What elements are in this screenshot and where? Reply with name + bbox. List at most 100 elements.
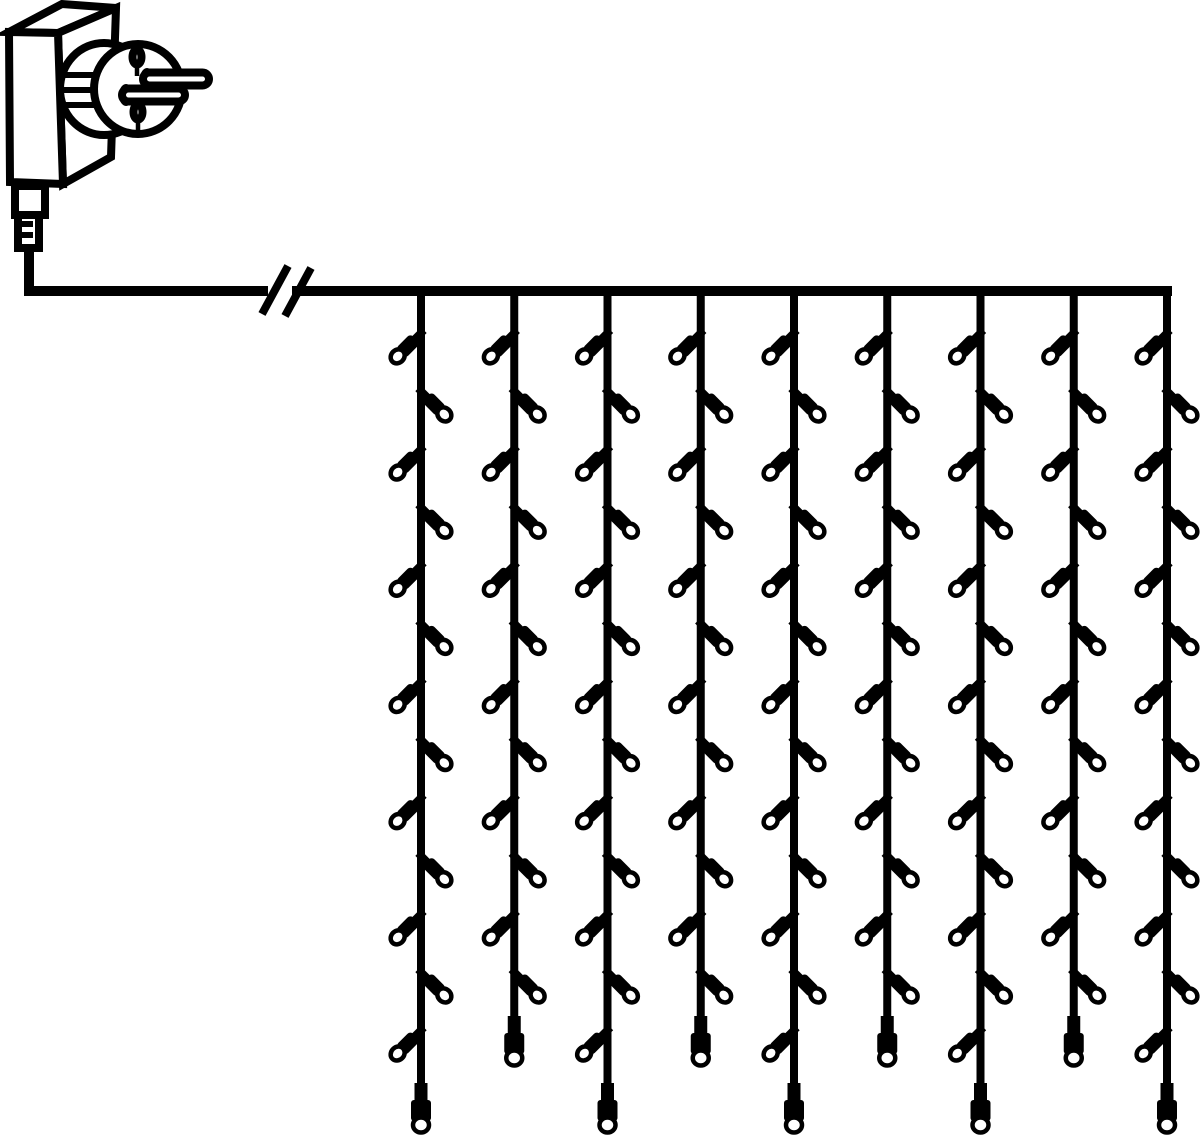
- led-bulb: [947, 675, 987, 715]
- connector-lower-part: [14, 211, 43, 252]
- end-led-bulb: [1063, 1016, 1084, 1068]
- led-bulb: [1134, 443, 1173, 482]
- led-bulb: [574, 792, 614, 831]
- led-bulb: [1134, 792, 1173, 831]
- led-bulb: [788, 734, 827, 773]
- end-led-bulb: [410, 1083, 432, 1135]
- led-bulb: [668, 675, 707, 715]
- led-bulb: [1134, 559, 1173, 599]
- led-bulb: [761, 327, 800, 366]
- led-bulb: [761, 1024, 800, 1063]
- led-bulb: [761, 908, 800, 947]
- led-bulb: [881, 617, 920, 657]
- led-bulb: [1161, 617, 1200, 657]
- euro-plug: [56, 39, 213, 139]
- led-bulb: [1068, 850, 1107, 889]
- led-bulb: [1134, 327, 1173, 366]
- led-bulb: [1161, 966, 1200, 1005]
- led-bulb: [601, 850, 641, 889]
- led-bulb: [947, 327, 987, 366]
- led-bulb: [1161, 850, 1200, 889]
- led-bulb: [668, 792, 707, 831]
- led-bulb: [947, 443, 987, 482]
- adapter-box-front-face: [4, 27, 68, 189]
- led-bulb: [854, 327, 893, 366]
- light-strand: [388, 291, 454, 1135]
- led-bulb: [695, 850, 734, 889]
- light-strand: [761, 291, 827, 1135]
- led-bulb: [695, 501, 734, 540]
- light-strand: [481, 291, 547, 1068]
- led-bulb: [601, 385, 641, 424]
- plug-pin-top: [139, 68, 213, 90]
- led-bulb: [974, 501, 1014, 540]
- led-bulb: [947, 792, 987, 831]
- led-bulb: [788, 850, 827, 889]
- led-bulb: [481, 908, 520, 947]
- led-bulb: [1161, 385, 1200, 424]
- led-bulb: [415, 966, 454, 1005]
- led-bulb: [761, 792, 800, 831]
- led-bulb: [508, 966, 547, 1005]
- led-bulb: [854, 792, 893, 831]
- light-strand: [574, 291, 641, 1135]
- led-bulb: [601, 617, 641, 657]
- led-bulb: [1041, 559, 1080, 599]
- led-bulb: [1041, 908, 1080, 947]
- led-bulb: [974, 617, 1014, 657]
- led-bulb: [881, 966, 920, 1005]
- led-bulb: [508, 734, 547, 773]
- led-bulb: [761, 443, 800, 482]
- led-bulb: [415, 385, 454, 424]
- led-bulb: [788, 966, 827, 1005]
- led-bulb: [761, 675, 800, 715]
- led-bulb: [388, 1024, 427, 1063]
- led-bulb: [508, 850, 547, 889]
- end-led-bulb: [877, 1016, 898, 1068]
- power-adapter: [0, 0, 213, 252]
- light-strand: [947, 291, 1014, 1135]
- led-bulb: [574, 675, 614, 715]
- led-bulb: [881, 850, 920, 889]
- led-bulb: [1041, 327, 1080, 366]
- led-bulb: [388, 443, 427, 482]
- led-bulb: [881, 734, 920, 773]
- led-bulb: [415, 617, 454, 657]
- wire-break-icon: [281, 266, 315, 318]
- led-bulb: [415, 734, 454, 773]
- led-bulb: [601, 501, 641, 540]
- led-bulb: [481, 675, 520, 715]
- led-bulb: [854, 908, 893, 947]
- wire-break-icon: [258, 264, 292, 316]
- led-bulb: [481, 559, 520, 599]
- lead-wire: [24, 246, 1172, 318]
- lead-wire-left-segment: [24, 246, 268, 296]
- led-bulb: [695, 385, 734, 424]
- led-bulb: [1134, 908, 1173, 947]
- led-bulb: [415, 850, 454, 889]
- end-led-bulb: [970, 1083, 991, 1135]
- led-bulb: [574, 559, 614, 599]
- led-bulb: [481, 443, 520, 482]
- led-bulb: [574, 443, 614, 482]
- led-bulb: [1068, 734, 1107, 773]
- led-bulb: [854, 559, 893, 599]
- light-strand: [1041, 291, 1107, 1068]
- earth-contact-hole-top: [128, 45, 146, 69]
- led-bulb: [668, 908, 707, 947]
- led-bulb: [1041, 443, 1080, 482]
- led-bulb: [947, 1024, 987, 1063]
- led-bulb: [695, 966, 734, 1005]
- led-bulb: [388, 559, 427, 599]
- led-bulb: [668, 559, 707, 599]
- led-bulb: [508, 385, 547, 424]
- led-bulb: [854, 443, 893, 482]
- led-bulb: [508, 501, 547, 540]
- led-bulb: [695, 734, 734, 773]
- led-bulb: [1041, 675, 1080, 715]
- light-strand: [854, 291, 920, 1068]
- led-bulb: [415, 501, 454, 540]
- led-bulb: [668, 443, 707, 482]
- led-bulb: [854, 675, 893, 715]
